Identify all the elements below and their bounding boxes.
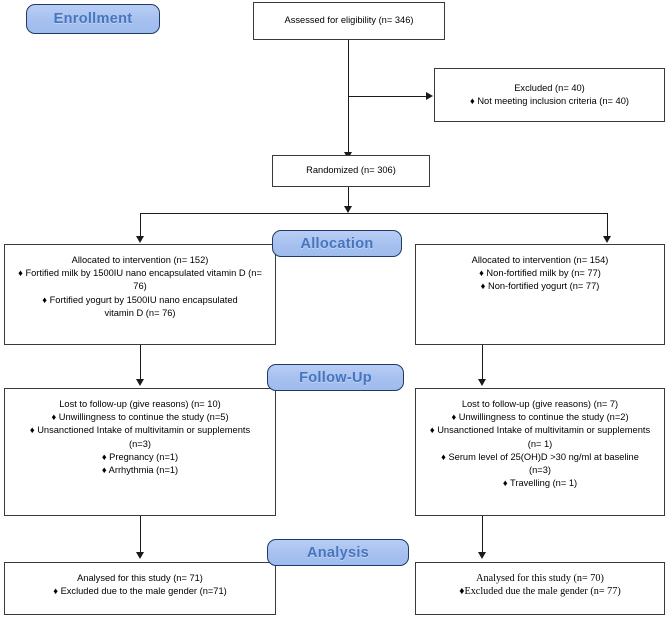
connector-split-left-down [140,213,142,238]
assessed-line-0: Assessed for eligibility (n= 346) [284,15,414,26]
followup-right-line-2: ♦ Unsanctioned Intake of multivitamin or… [429,425,651,449]
allocation-right-line-1: ♦ Non-fortified milk by (n= 77) [479,268,601,279]
analysis-right-line-1: ♦Excluded due the male gender (n= 77) [459,586,621,598]
connector-randomized-down [348,186,350,212]
allocation-left-line-1: ♦ Fortified milk by 1500IU nano encapsul… [18,268,262,292]
arrow-followup-left-icon [136,379,144,386]
arrow-to-allocation-left-icon [136,236,144,243]
connector-followup-left-to-analysis [140,516,142,555]
analysis-left-line-0: Analysed for this study (n= 71) [77,573,203,583]
arrow-randomized-split-icon [344,206,352,213]
box-excluded: Excluded (n= 40) ♦ Not meeting inclusion… [434,68,665,122]
allocation-right-line-2: ♦ Non-fortified yogurt (n= 77) [480,281,600,292]
connector-split-horizontal [140,213,608,215]
followup-right-line-4: ♦ Travelling (n= 1) [502,478,578,489]
stage-label-allocation-text: Allocation [300,235,374,252]
connector-assessed-to-excluded [348,96,427,98]
followup-left-line-3: ♦ Pregnancy (n=1) [101,451,179,462]
followup-left-line-4: ♦ Arrhythmia (n=1) [101,465,179,476]
allocation-right-line-0: Allocated to intervention (n= 154) [471,255,609,265]
arrow-followup-right-icon [478,379,486,386]
box-assessed-for-eligibility: Assessed for eligibility (n= 346) [253,2,445,40]
arrow-to-allocation-right-icon [603,236,611,243]
stage-label-analysis-text: Analysis [306,544,370,561]
connector-alloc-left-to-followup [140,345,142,381]
arrow-analysis-left-icon [136,552,144,559]
followup-left-line-1: ♦ Unwillingness to continue the study (n… [51,412,229,423]
box-analysis-right: Analysed for this study (n= 70) ♦Exclude… [415,562,665,615]
randomized-line-0: Randomized (n= 306) [306,165,396,176]
analysis-left-line-1: ♦ Excluded due to the male gender (n=71) [53,586,227,597]
box-allocation-right: Allocated to intervention (n= 154) ♦ Non… [415,244,665,345]
allocation-left-line-0: Allocated to intervention (n= 152) [71,255,209,265]
box-followup-right: Lost to follow-up (give reasons) (n= 7) … [415,388,665,516]
arrow-analysis-right-icon [478,552,486,559]
box-analysis-left: Analysed for this study (n= 71) ♦ Exclud… [4,562,276,615]
stage-label-analysis: Analysis [267,539,409,566]
stage-label-followup: Follow-Up [267,364,404,391]
box-randomized: Randomized (n= 306) [272,155,430,187]
followup-right-line-1: ♦ Unwillingness to continue the study (n… [451,412,629,423]
stage-label-enrollment: Enrollment [26,4,160,34]
followup-left-line-0: Lost to follow-up (give reasons) (n= 10) [59,399,221,409]
box-followup-left: Lost to follow-up (give reasons) (n= 10)… [4,388,276,516]
connector-assessed-to-randomized [348,40,350,159]
connector-split-right-down [607,213,609,238]
followup-right-line-3: ♦ Serum level of 25(OH)D >30 ng/ml at ba… [441,451,639,476]
followup-left-line-2: ♦ Unsanctioned Intake of multivitamin or… [29,425,251,449]
box-allocation-left: Allocated to intervention (n= 152) ♦ For… [4,244,276,345]
connector-followup-right-to-analysis [482,516,484,555]
allocation-left-line-2: ♦ Fortified yogurt by 1500IU nano encaps… [42,294,238,318]
connector-alloc-right-to-followup [482,345,484,381]
stage-label-enrollment-text: Enrollment [53,11,133,27]
excluded-line-0: Excluded (n= 40) [514,82,585,93]
followup-right-line-0: Lost to follow-up (give reasons) (n= 7) [461,399,619,409]
arrow-to-excluded-icon [426,92,433,100]
analysis-right-line-0: Analysed for this study (n= 70) [476,573,604,584]
stage-label-allocation: Allocation [272,230,402,257]
stage-label-followup-text: Follow-Up [299,369,372,386]
excluded-line-1: ♦ Not meeting inclusion criteria (n= 40) [470,96,629,106]
